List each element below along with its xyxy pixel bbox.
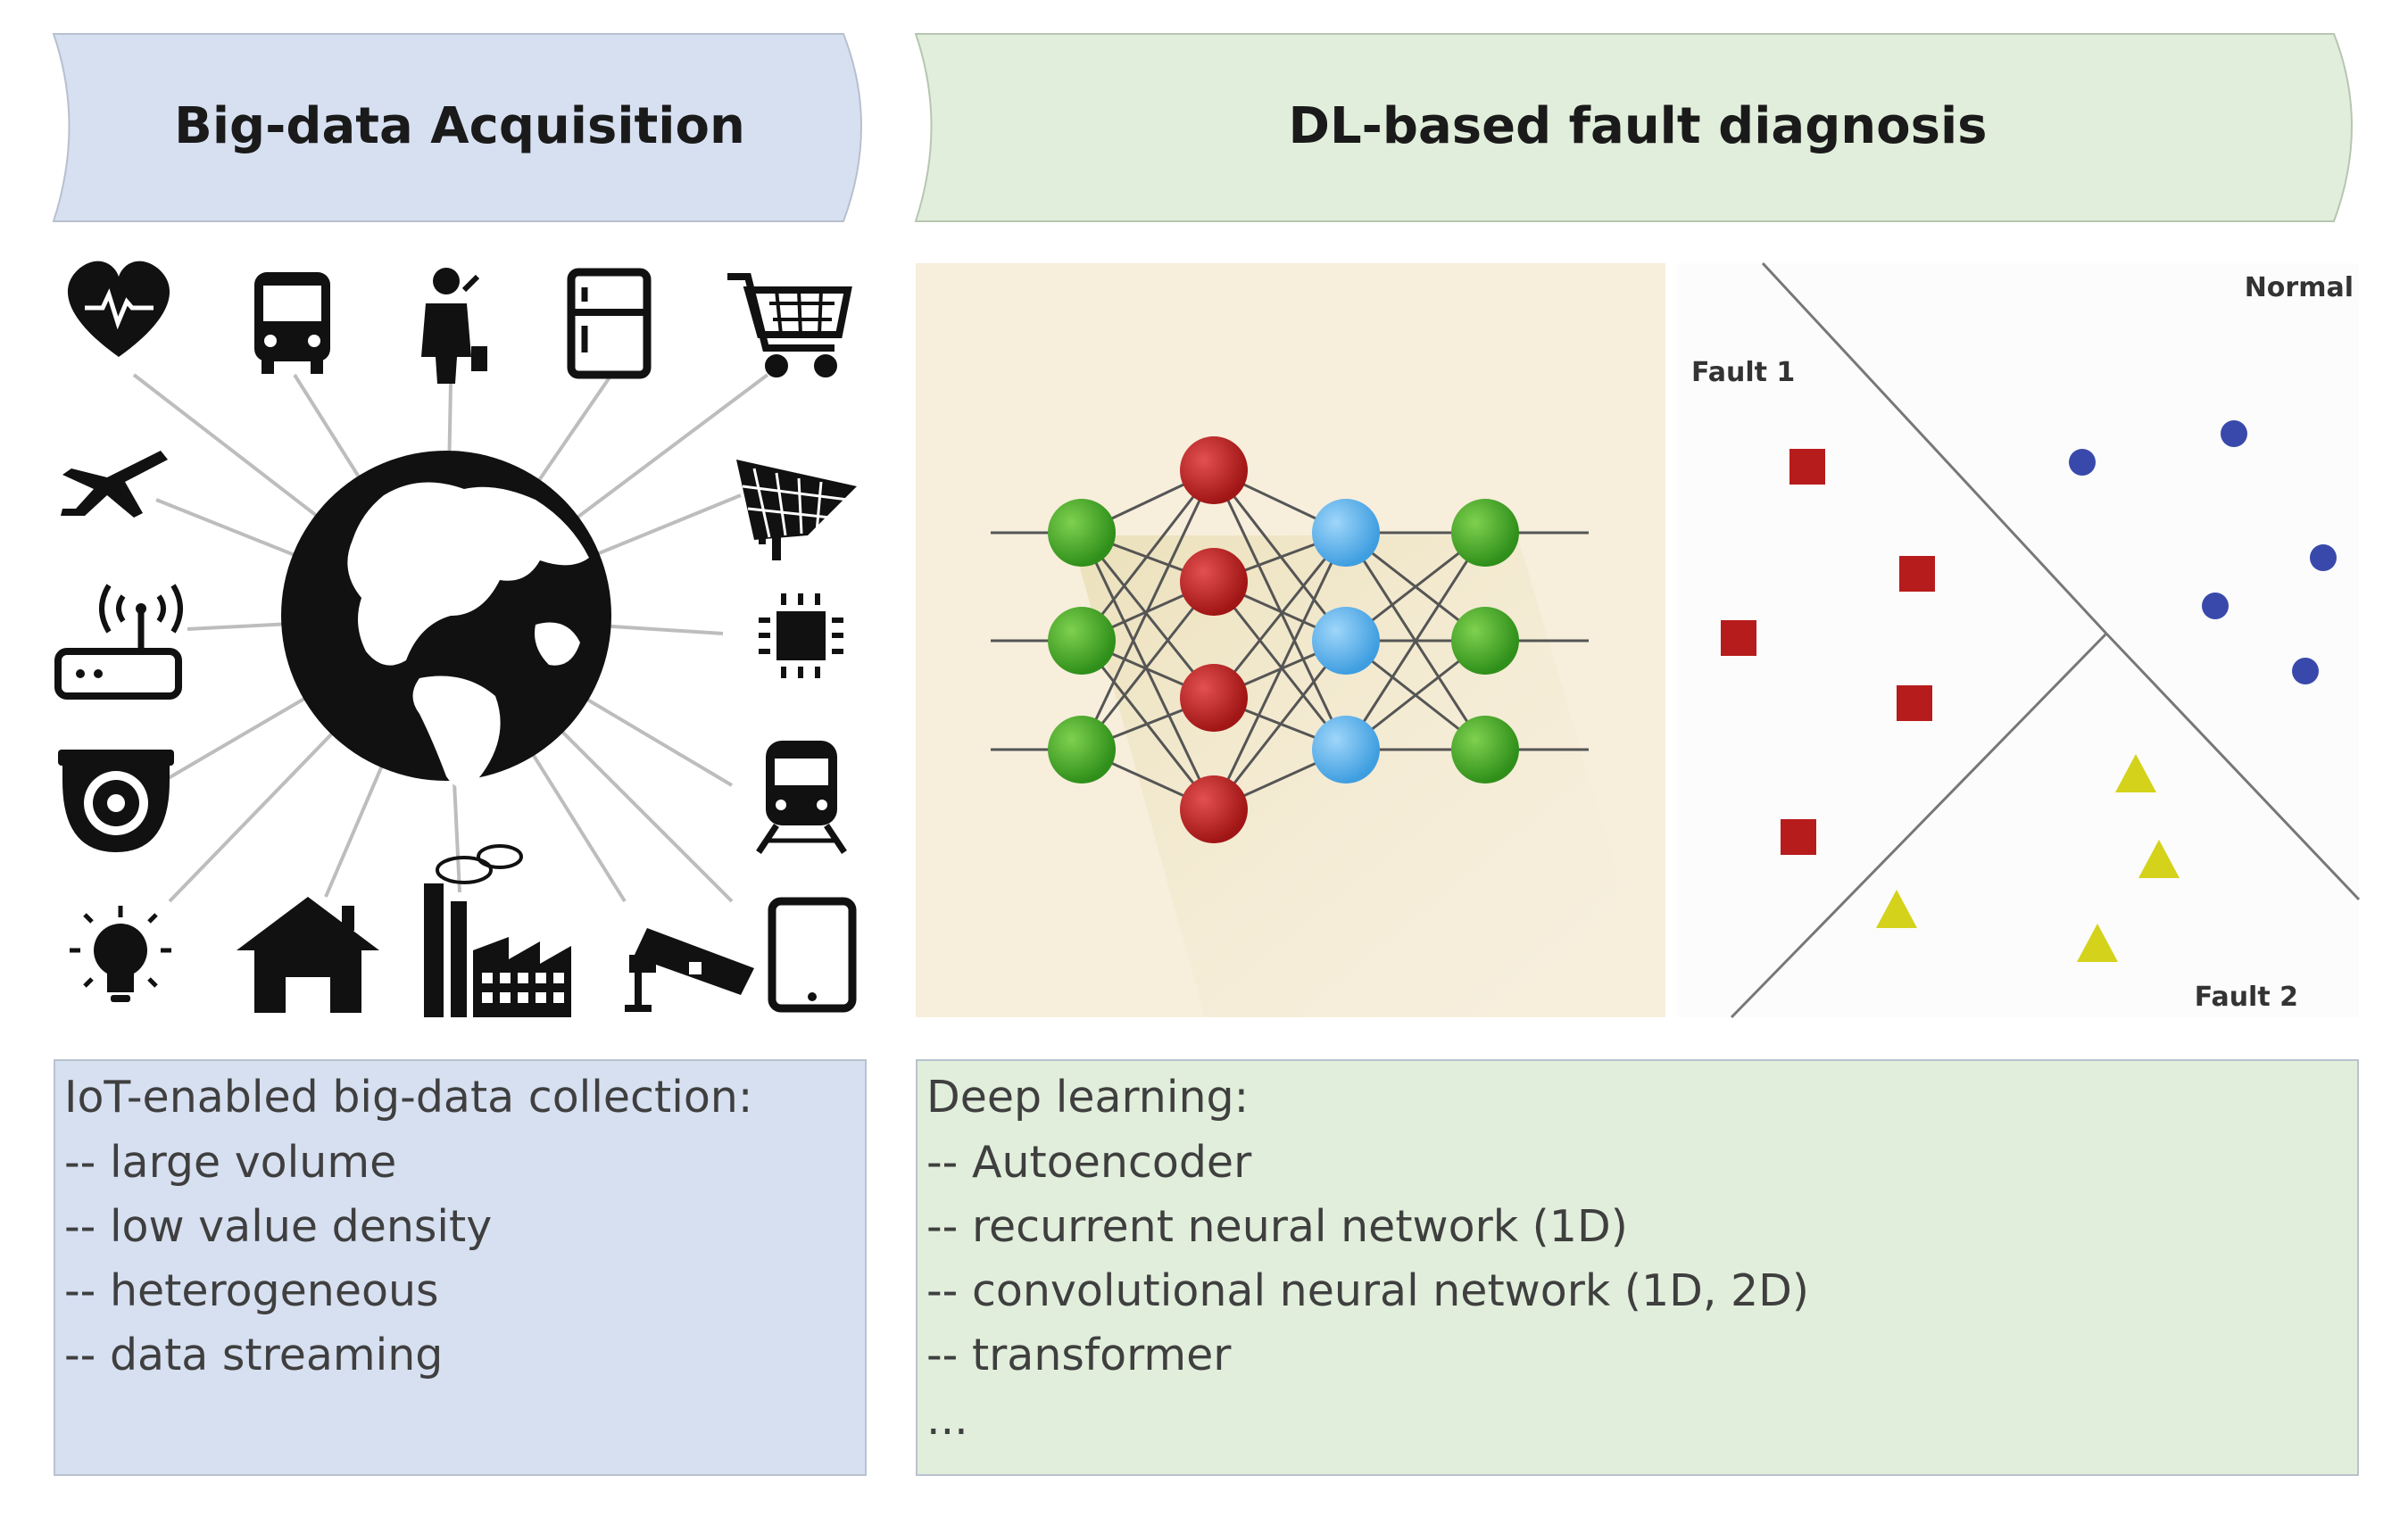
fault-1-points [1721, 449, 1935, 855]
solar-panel-icon [736, 460, 857, 560]
normal-point [2069, 449, 2096, 476]
network-node [1048, 716, 1116, 783]
right-header-title: DL-based fault diagnosis [1288, 97, 1987, 155]
network-node [1180, 664, 1248, 732]
iot-panel [54, 261, 857, 1017]
wifi-router-icon [54, 584, 183, 700]
network-node [1048, 499, 1116, 567]
security-camera-icon [625, 928, 754, 1012]
shopping-cart-icon [727, 273, 852, 377]
network-node [1180, 548, 1248, 616]
network-node [1312, 716, 1380, 783]
dl-description-item: ... [926, 1394, 968, 1445]
chip-icon [759, 593, 843, 678]
train-icon [756, 741, 847, 854]
factory-icon [424, 844, 571, 1017]
normal-point [2202, 593, 2229, 619]
fault-2-point [2077, 924, 2118, 962]
left-header-banner [52, 33, 862, 222]
iot-description-item: -- large volume [64, 1137, 397, 1188]
network-node [1180, 775, 1248, 843]
light-bulb-icon [70, 906, 171, 1002]
dome-camera-icon [58, 750, 174, 852]
decision-boundary [2105, 632, 2361, 901]
normal-point [2292, 658, 2319, 684]
network-node [1312, 607, 1380, 675]
fault-classification-plot: Normal Fault 1 Fault 2 [1678, 261, 2361, 1019]
dl-description-item: -- Autoencoder [926, 1137, 1252, 1188]
decision-boundary [1761, 261, 2108, 635]
label-fault-2: Fault 2 [2195, 982, 2298, 1013]
fault-1-point [1721, 620, 1756, 656]
iot-description-item: -- data streaming [64, 1330, 444, 1380]
bus-icon [254, 272, 330, 374]
heart-rate-icon [67, 261, 170, 357]
fault-2-points [1876, 754, 2180, 962]
network-node [1451, 716, 1519, 783]
neural-network-image [916, 263, 1665, 1017]
hidden-layer-1-nodes [1180, 436, 1248, 843]
input-layer-nodes [1048, 499, 1116, 783]
fault-1-point [1781, 819, 1816, 855]
label-normal: Normal [2245, 272, 2354, 303]
iot-description-item: -- low value density [64, 1201, 493, 1252]
fault-1-point [1789, 449, 1825, 485]
normal-point [2310, 544, 2337, 571]
normal-point [2221, 420, 2247, 447]
dl-description-title: Deep learning: [926, 1072, 1250, 1123]
normal-points [2069, 420, 2337, 684]
iot-description-item: -- heterogeneous [64, 1265, 439, 1316]
dl-description-item: -- transformer [926, 1330, 1232, 1380]
fault-2-point [2115, 754, 2156, 792]
label-fault-1: Fault 1 [1691, 357, 1795, 388]
dl-description-item: -- convolutional neural network (1D, 2D) [926, 1265, 1810, 1316]
globe-icon [281, 451, 611, 788]
network-node [1451, 607, 1519, 675]
hidden-layer-2-nodes [1312, 499, 1380, 783]
network-node [1451, 499, 1519, 567]
refrigerator-icon [567, 268, 652, 379]
fault-2-point [1876, 890, 1917, 928]
businessman-icon [421, 268, 487, 384]
fault-1-point [1897, 685, 1932, 721]
decision-boundary [1730, 632, 2108, 1019]
fault-2-point [2138, 840, 2180, 878]
fault-1-point [1899, 556, 1935, 592]
airplane-icon [61, 451, 168, 518]
iot-description-box: IoT-enabled big-data collection: -- larg… [54, 1059, 867, 1476]
house-icon [237, 897, 379, 1013]
network-node [1048, 607, 1116, 675]
iot-description-title: IoT-enabled big-data collection: [64, 1072, 753, 1123]
right-header-banner [914, 33, 2353, 222]
network-node [1312, 499, 1380, 567]
tablet-icon [768, 897, 857, 1013]
left-header-title: Big-data Acquisition [174, 97, 745, 155]
network-node [1180, 436, 1248, 504]
dl-description-item: -- recurrent neural network (1D) [926, 1201, 1628, 1252]
dl-description-box: Deep learning: -- Autoencoder -- recurre… [916, 1059, 2359, 1476]
output-layer-nodes [1451, 499, 1519, 783]
